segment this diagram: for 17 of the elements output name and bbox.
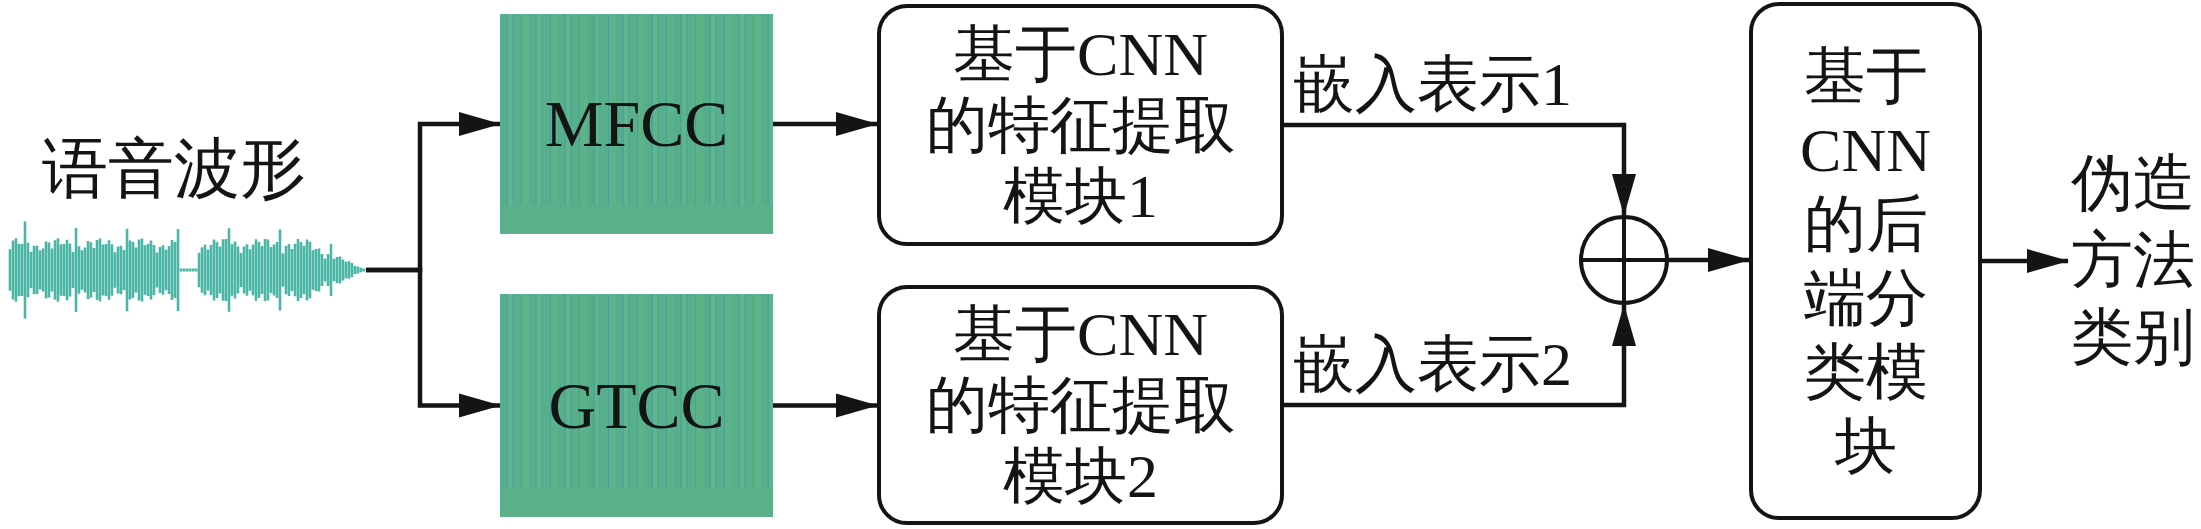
- summation-circle: [1579, 215, 1669, 305]
- output-text: 伪造方法类别: [2068, 145, 2198, 376]
- process-box: 基于CNN的特征提取模块1: [877, 4, 1284, 246]
- arrow: [1982, 249, 2069, 273]
- edge-label: 嵌入表示2: [1293, 333, 1572, 395]
- spectrogram-box: GTCC: [500, 294, 773, 517]
- arrow: [773, 393, 878, 418]
- arrow: [773, 112, 878, 136]
- arrow: [1284, 304, 1636, 408]
- process-box: 基于CNN的后端分类模块: [1749, 2, 1982, 520]
- caption-text: 语音波形: [42, 134, 306, 204]
- arrow: [1284, 122, 1636, 216]
- arrow: [366, 267, 501, 418]
- spectrogram-box: MFCC: [500, 14, 773, 234]
- process-box: 基于CNN的特征提取模块2: [877, 285, 1284, 525]
- edge-label: 嵌入表示1: [1293, 53, 1572, 115]
- arrow: [1669, 248, 1750, 272]
